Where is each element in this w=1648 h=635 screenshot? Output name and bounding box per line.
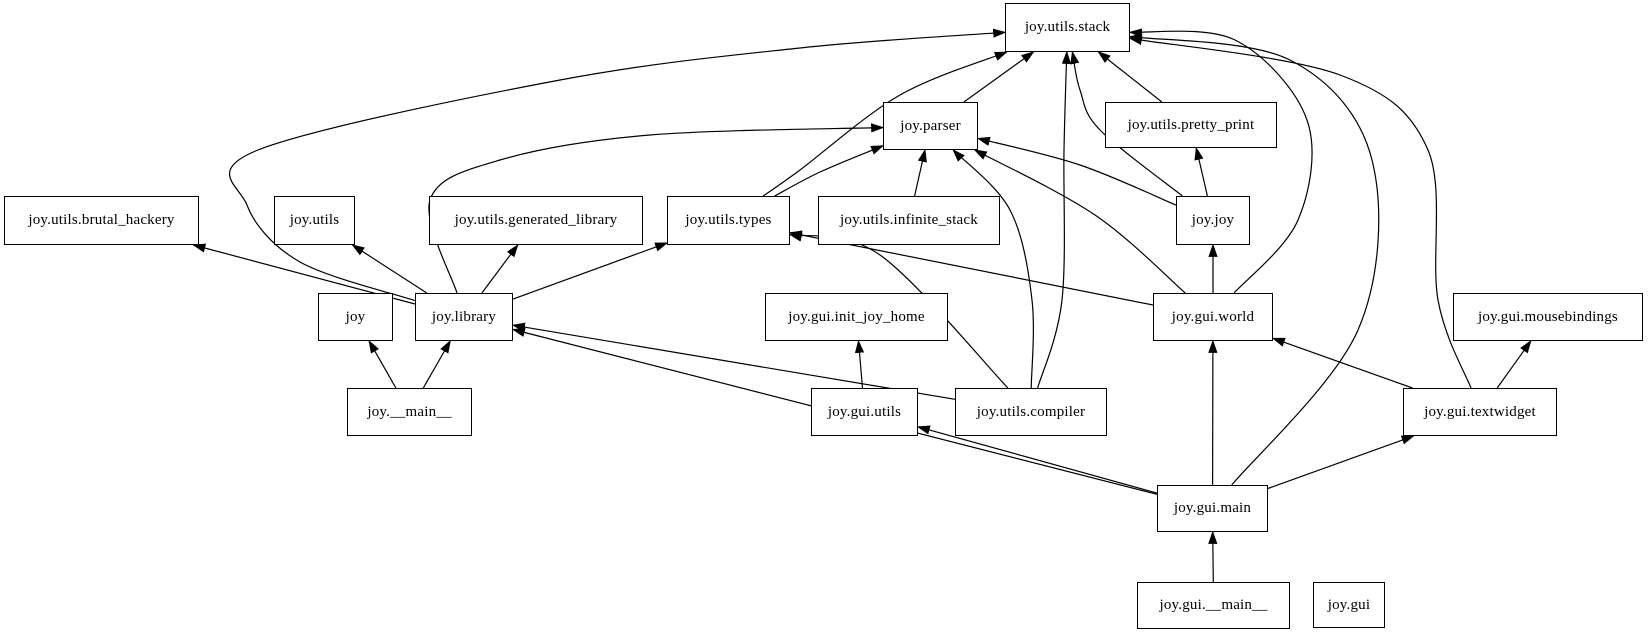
edge-joy-gui-textwidget--joy-gui-mousebindings — [1496, 339, 1532, 389]
edge-joy-joy--joy-parser — [976, 136, 1177, 206]
graph-node-joy-utils-generated-library: joy.utils.generated_library — [429, 196, 643, 245]
edge-joy-joy--joy-utils-pretty-print — [1194, 146, 1208, 197]
graph-edges — [192, 28, 1532, 583]
edge-joy-gui-main---joy-gui-main — [1208, 530, 1218, 583]
graph-node-joy-utils-compiler: joy.utils.compiler — [955, 388, 1107, 436]
edge-joy-joy--joy-utils-stack — [1070, 50, 1183, 197]
edge-joy-gui-world--joy-parser — [973, 149, 1186, 294]
graph-node-joy-utils-brutal-hackery: joy.utils.brutal_hackery — [4, 196, 199, 245]
edge-joy-utils-compiler--joy-parser — [952, 149, 1034, 389]
edge-joy-main---joy-library — [422, 339, 451, 389]
edge-joy-gui-textwidget--joy-utils-stack — [1128, 35, 1472, 389]
graph-node-joy-library: joy.library — [415, 293, 513, 341]
edge-joy-gui-world--joy-utils-stack — [1128, 28, 1313, 294]
graph-node-joy-main-: joy.__main__ — [347, 388, 472, 436]
edge-joy-library--joy-utils-generated-library — [481, 243, 519, 294]
edge-joy-library--joy-utils-types — [512, 242, 669, 300]
edge-joy-utils-types--joy-utils-stack — [762, 51, 1008, 197]
edge-joy-gui-main--joy-gui-textwidget — [1267, 435, 1415, 490]
graph-node-joy-gui-main: joy.gui.main — [1157, 485, 1268, 532]
edge-joy-utils-compiler--joy-utils-stack — [1037, 50, 1072, 389]
graph-node-joy-gui-world: joy.gui.world — [1153, 293, 1273, 341]
graph-node-joy-gui-utils: joy.gui.utils — [811, 388, 918, 436]
edge-joy-utils-infinite-stack--joy-parser — [914, 148, 927, 197]
graph-node-joy-gui-main-: joy.gui.__main__ — [1137, 582, 1290, 629]
edge-joy-gui-main--joy-utils-stack — [1128, 33, 1380, 486]
graph-node-joy-utils-pretty-print: joy.utils.pretty_print — [1105, 102, 1277, 148]
edge-joy-utils-pretty-print--joy-utils-stack — [1097, 51, 1163, 103]
graph-node-joy-joy: joy.joy — [1176, 196, 1250, 245]
edge-joy-gui-main--joy-gui-utils — [916, 425, 1158, 494]
graph-node-joy: joy — [318, 293, 393, 341]
graph-node-joy-gui-mousebindings: joy.gui.mousebindings — [1453, 293, 1643, 341]
edge-joy-gui-utils--joy-gui-init-joy-home — [854, 339, 865, 389]
graph-node-joy-parser: joy.parser — [883, 102, 978, 150]
edge-joy-gui-textwidget--joy-gui-world — [1271, 337, 1413, 389]
graph-node-joy-utils-stack: joy.utils.stack — [1005, 3, 1130, 52]
edge-joy-utils-compiler--joy-utils-types — [788, 232, 1009, 389]
graph-node-joy-gui-textwidget: joy.gui.textwidget — [1403, 388, 1557, 436]
edge-joy-library--joy-utils-stack — [229, 28, 1007, 302]
graph-node-joy-utils-infinite-stack: joy.utils.infinite_stack — [818, 196, 1000, 245]
edge-joy-library--joy-utils — [351, 244, 428, 294]
edge-joy-utils-compiler--joy-library — [511, 322, 956, 400]
graph-node-joy-gui-init-joy-home: joy.gui.init_joy_home — [765, 293, 948, 341]
edge-joy-utils-types--joy-parser — [774, 145, 885, 197]
graph-node-joy-utils-types: joy.utils.types — [667, 196, 790, 245]
graph-node-joy-gui: joy.gui — [1313, 582, 1385, 628]
edge-joy-main---joy — [368, 339, 397, 389]
graph-node-joy-utils: joy.utils — [274, 196, 355, 245]
edge-joy-parser--joy-utils-stack — [963, 51, 1035, 103]
